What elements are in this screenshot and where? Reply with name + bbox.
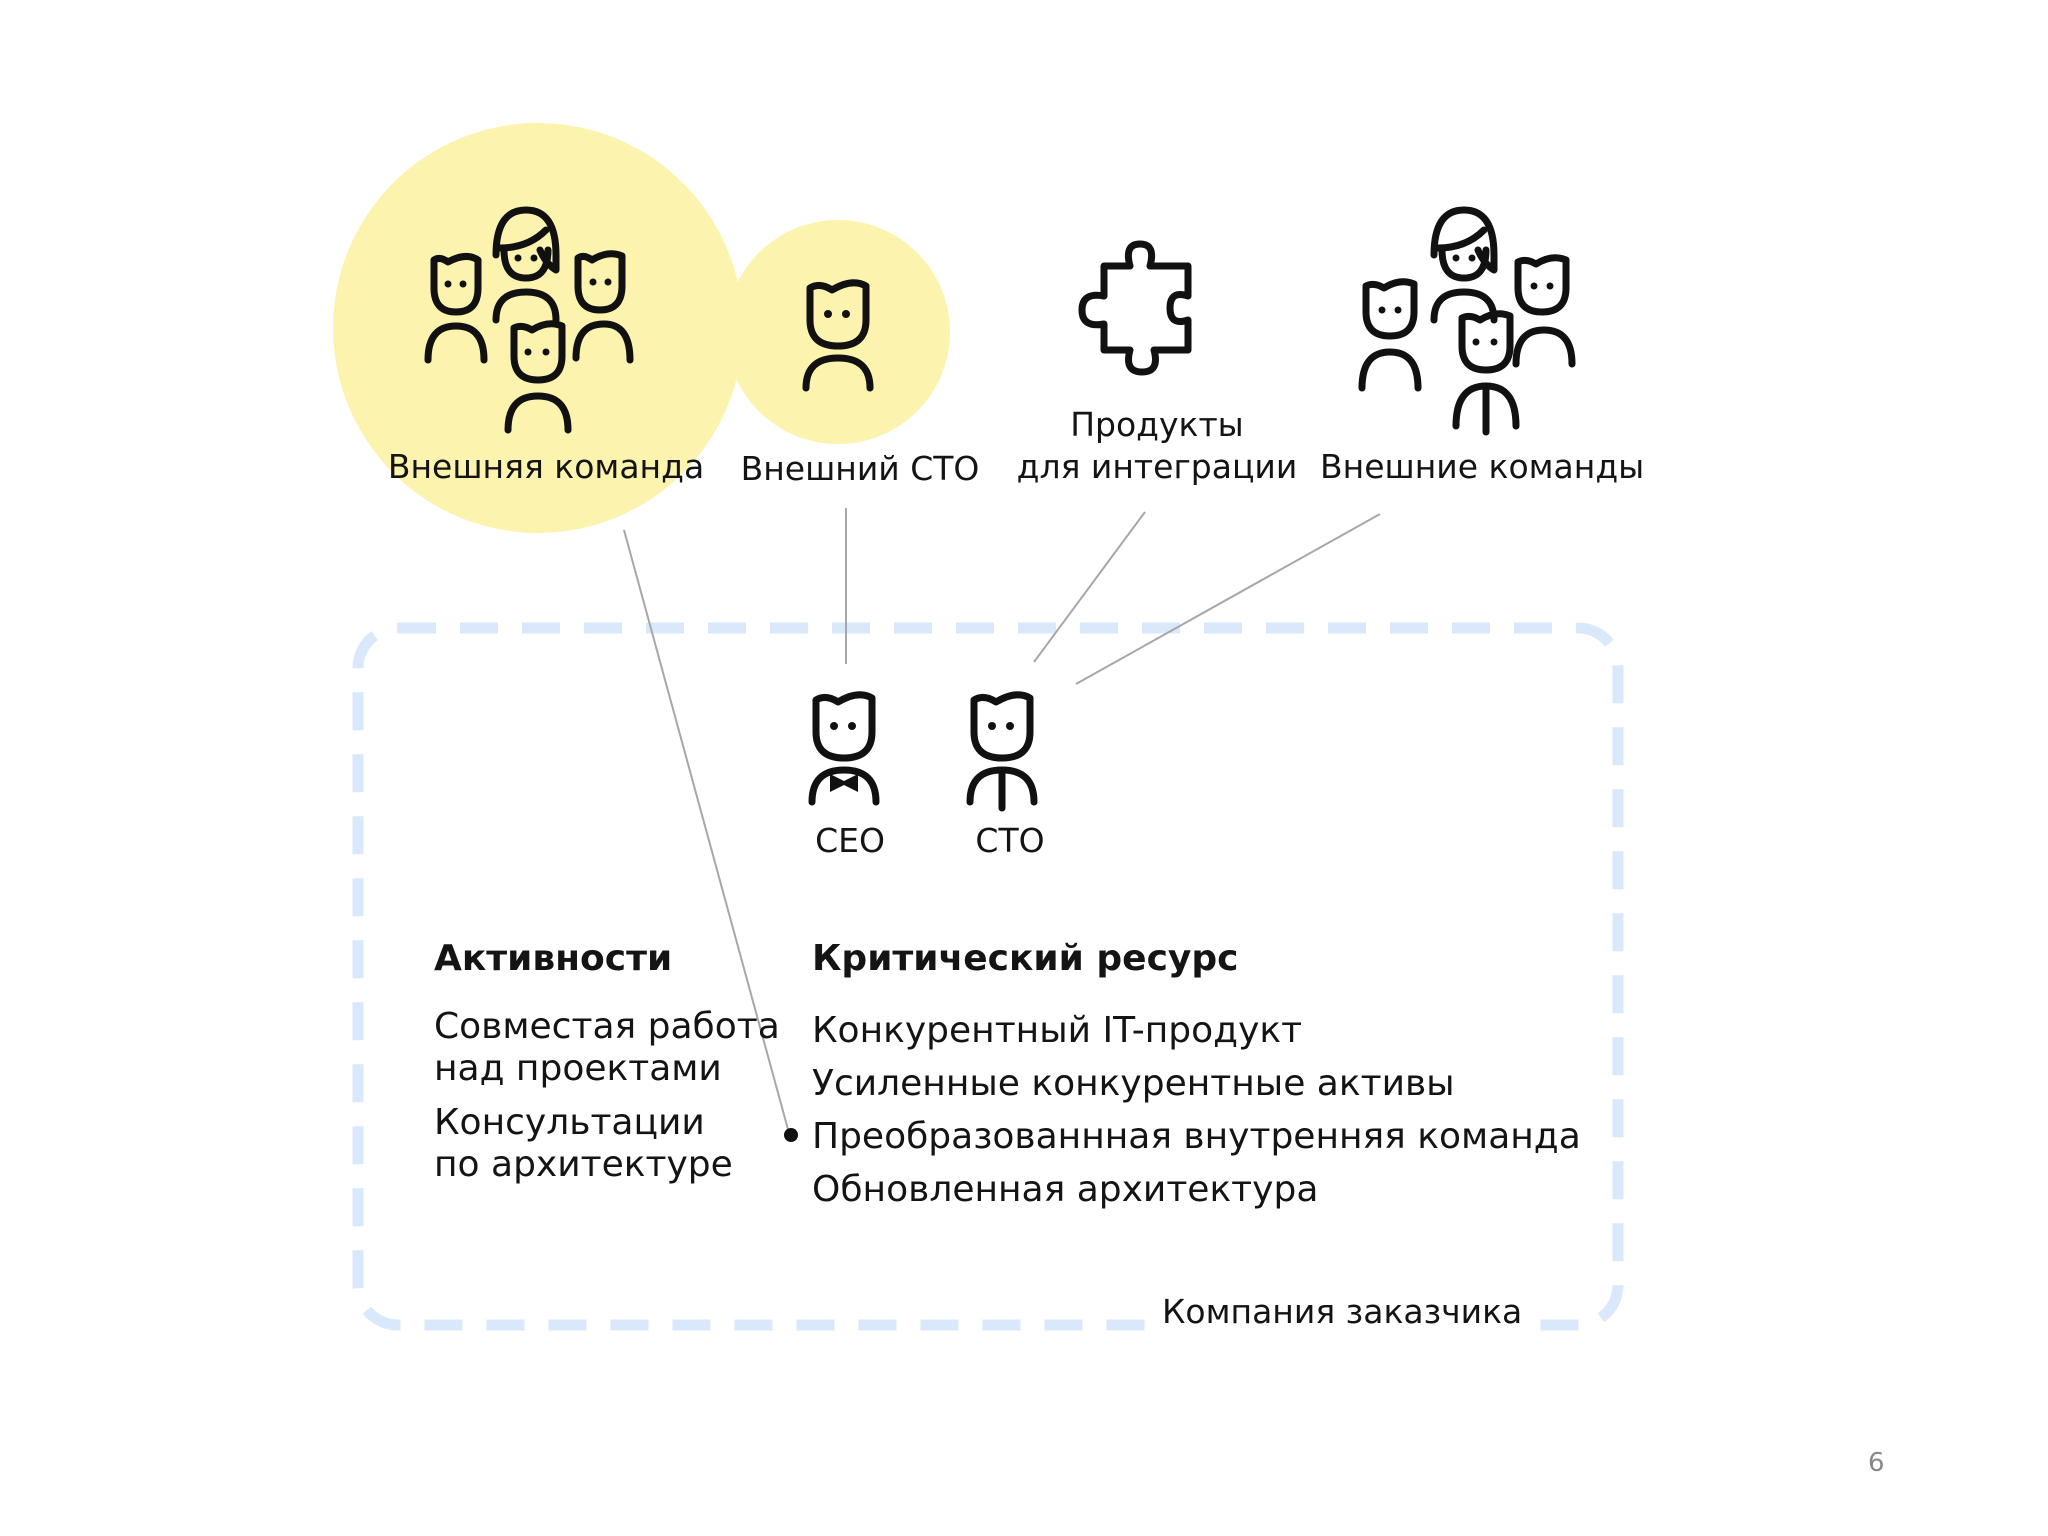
- team-group-icon: [418, 200, 638, 440]
- connector-integration-products: [1033, 511, 1146, 663]
- activity-item: Совместая работа над проектами: [434, 1006, 780, 1089]
- cto-label: CTO: [975, 821, 1045, 860]
- connector-external-team: [623, 529, 790, 1134]
- connector-external-teams: [1075, 513, 1381, 685]
- resource-item: Преобразованнная внутренняя команда: [812, 1116, 1581, 1157]
- teams-group-icon: [1356, 200, 1586, 440]
- activities-title: Активности: [434, 938, 673, 979]
- external-cto-label: Внешний СТО: [740, 449, 980, 488]
- connector-endpoint-dot: [784, 1128, 798, 1142]
- external-team-label: Внешняя команда: [387, 447, 705, 486]
- integration-products-label: Продукты для интеграции: [1016, 405, 1298, 486]
- page-number: 6: [1868, 1448, 1885, 1478]
- ceo-label: CEO: [815, 821, 885, 860]
- resource-item: Усиленные конкурентные активы: [812, 1063, 1455, 1104]
- ceo-bowtie-icon: [806, 680, 886, 810]
- critical-resource-list: Конкурентный IT-продукт Усиленные конкур…: [812, 1004, 1581, 1216]
- external-teams-label: Внешние команды: [1320, 447, 1645, 486]
- resource-item: Обновленная архитектура: [812, 1169, 1319, 1210]
- resource-item: Конкурентный IT-продукт: [812, 1010, 1303, 1051]
- client-company-label: Компания заказчика: [1148, 1292, 1537, 1331]
- person-icon: [800, 268, 880, 398]
- cto-tie-icon: [964, 680, 1044, 815]
- critical-resource-title: Критический ресурс: [812, 938, 1239, 979]
- activity-item: Консультации по архитектуре: [434, 1102, 733, 1185]
- external-cto-highlight: [726, 220, 950, 444]
- puzzle-icon: [1074, 234, 1204, 384]
- activities-list: Совместая работа над проектами Консульта…: [434, 1006, 780, 1198]
